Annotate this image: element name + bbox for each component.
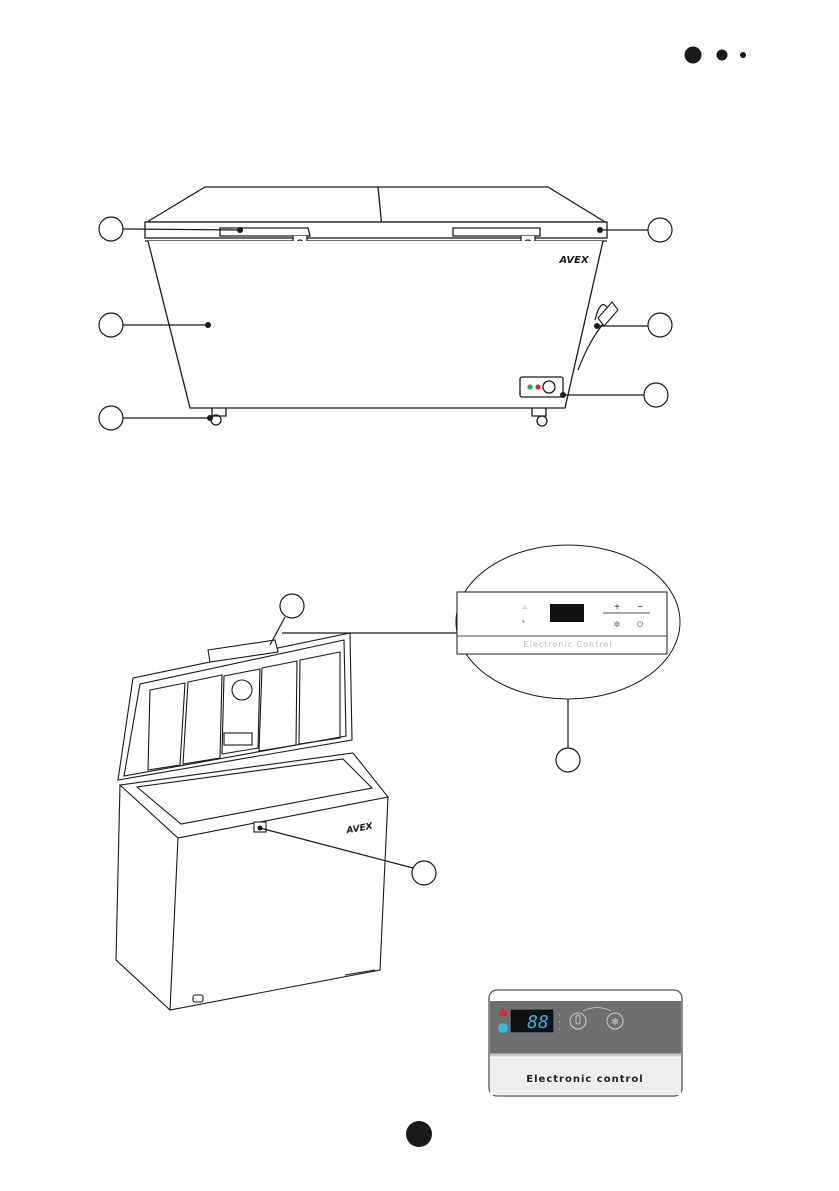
control-panel-zoom: ♨ * + − ✲ ⏻ Electronic Control xyxy=(455,544,681,700)
page-dot-icon xyxy=(406,1121,432,1147)
thermometer-icon[interactable] xyxy=(569,1012,587,1030)
plus-button[interactable]: + xyxy=(614,602,620,613)
callouts-lower xyxy=(259,593,581,886)
svg-text:▪: ▪ xyxy=(559,1012,561,1017)
control-caption: Electronic Control xyxy=(524,640,613,649)
brand-logo-lower: AVEX xyxy=(345,822,375,837)
callouts-top xyxy=(98,216,673,431)
display-screen xyxy=(550,604,584,622)
svg-text:❄: ❄ xyxy=(611,1017,619,1028)
brand-logo: AVEX xyxy=(558,255,590,266)
alarm-icon xyxy=(498,1007,508,1016)
control-photo-caption: Electronic control xyxy=(526,1074,643,1085)
chest-freezer-front-diagram xyxy=(144,186,619,427)
fan-icon[interactable]: ✲ xyxy=(614,620,621,629)
dots-icon xyxy=(684,46,746,64)
svg-text:▪: ▪ xyxy=(559,1026,561,1031)
display-digits: 88 xyxy=(527,1012,549,1033)
chest-freezer-open-diagram xyxy=(115,632,389,1011)
callout-points-top xyxy=(205,227,603,421)
thermometer-icon: ♨ xyxy=(522,604,527,611)
minus-button[interactable]: − xyxy=(637,602,643,613)
snowflake-icon[interactable] xyxy=(606,1012,624,1030)
digital-display xyxy=(510,1009,554,1033)
svg-text:▪: ▪ xyxy=(559,1019,561,1024)
status-led-green xyxy=(527,384,533,390)
indicator-light xyxy=(498,1023,508,1033)
snowflake-icon: * xyxy=(522,620,525,627)
power-icon[interactable]: ⏻ xyxy=(637,620,644,629)
control-panel-photo: 88 ▪ ▪ ▪ ❄ Electronic control xyxy=(488,989,683,1097)
status-led-red xyxy=(535,384,541,390)
